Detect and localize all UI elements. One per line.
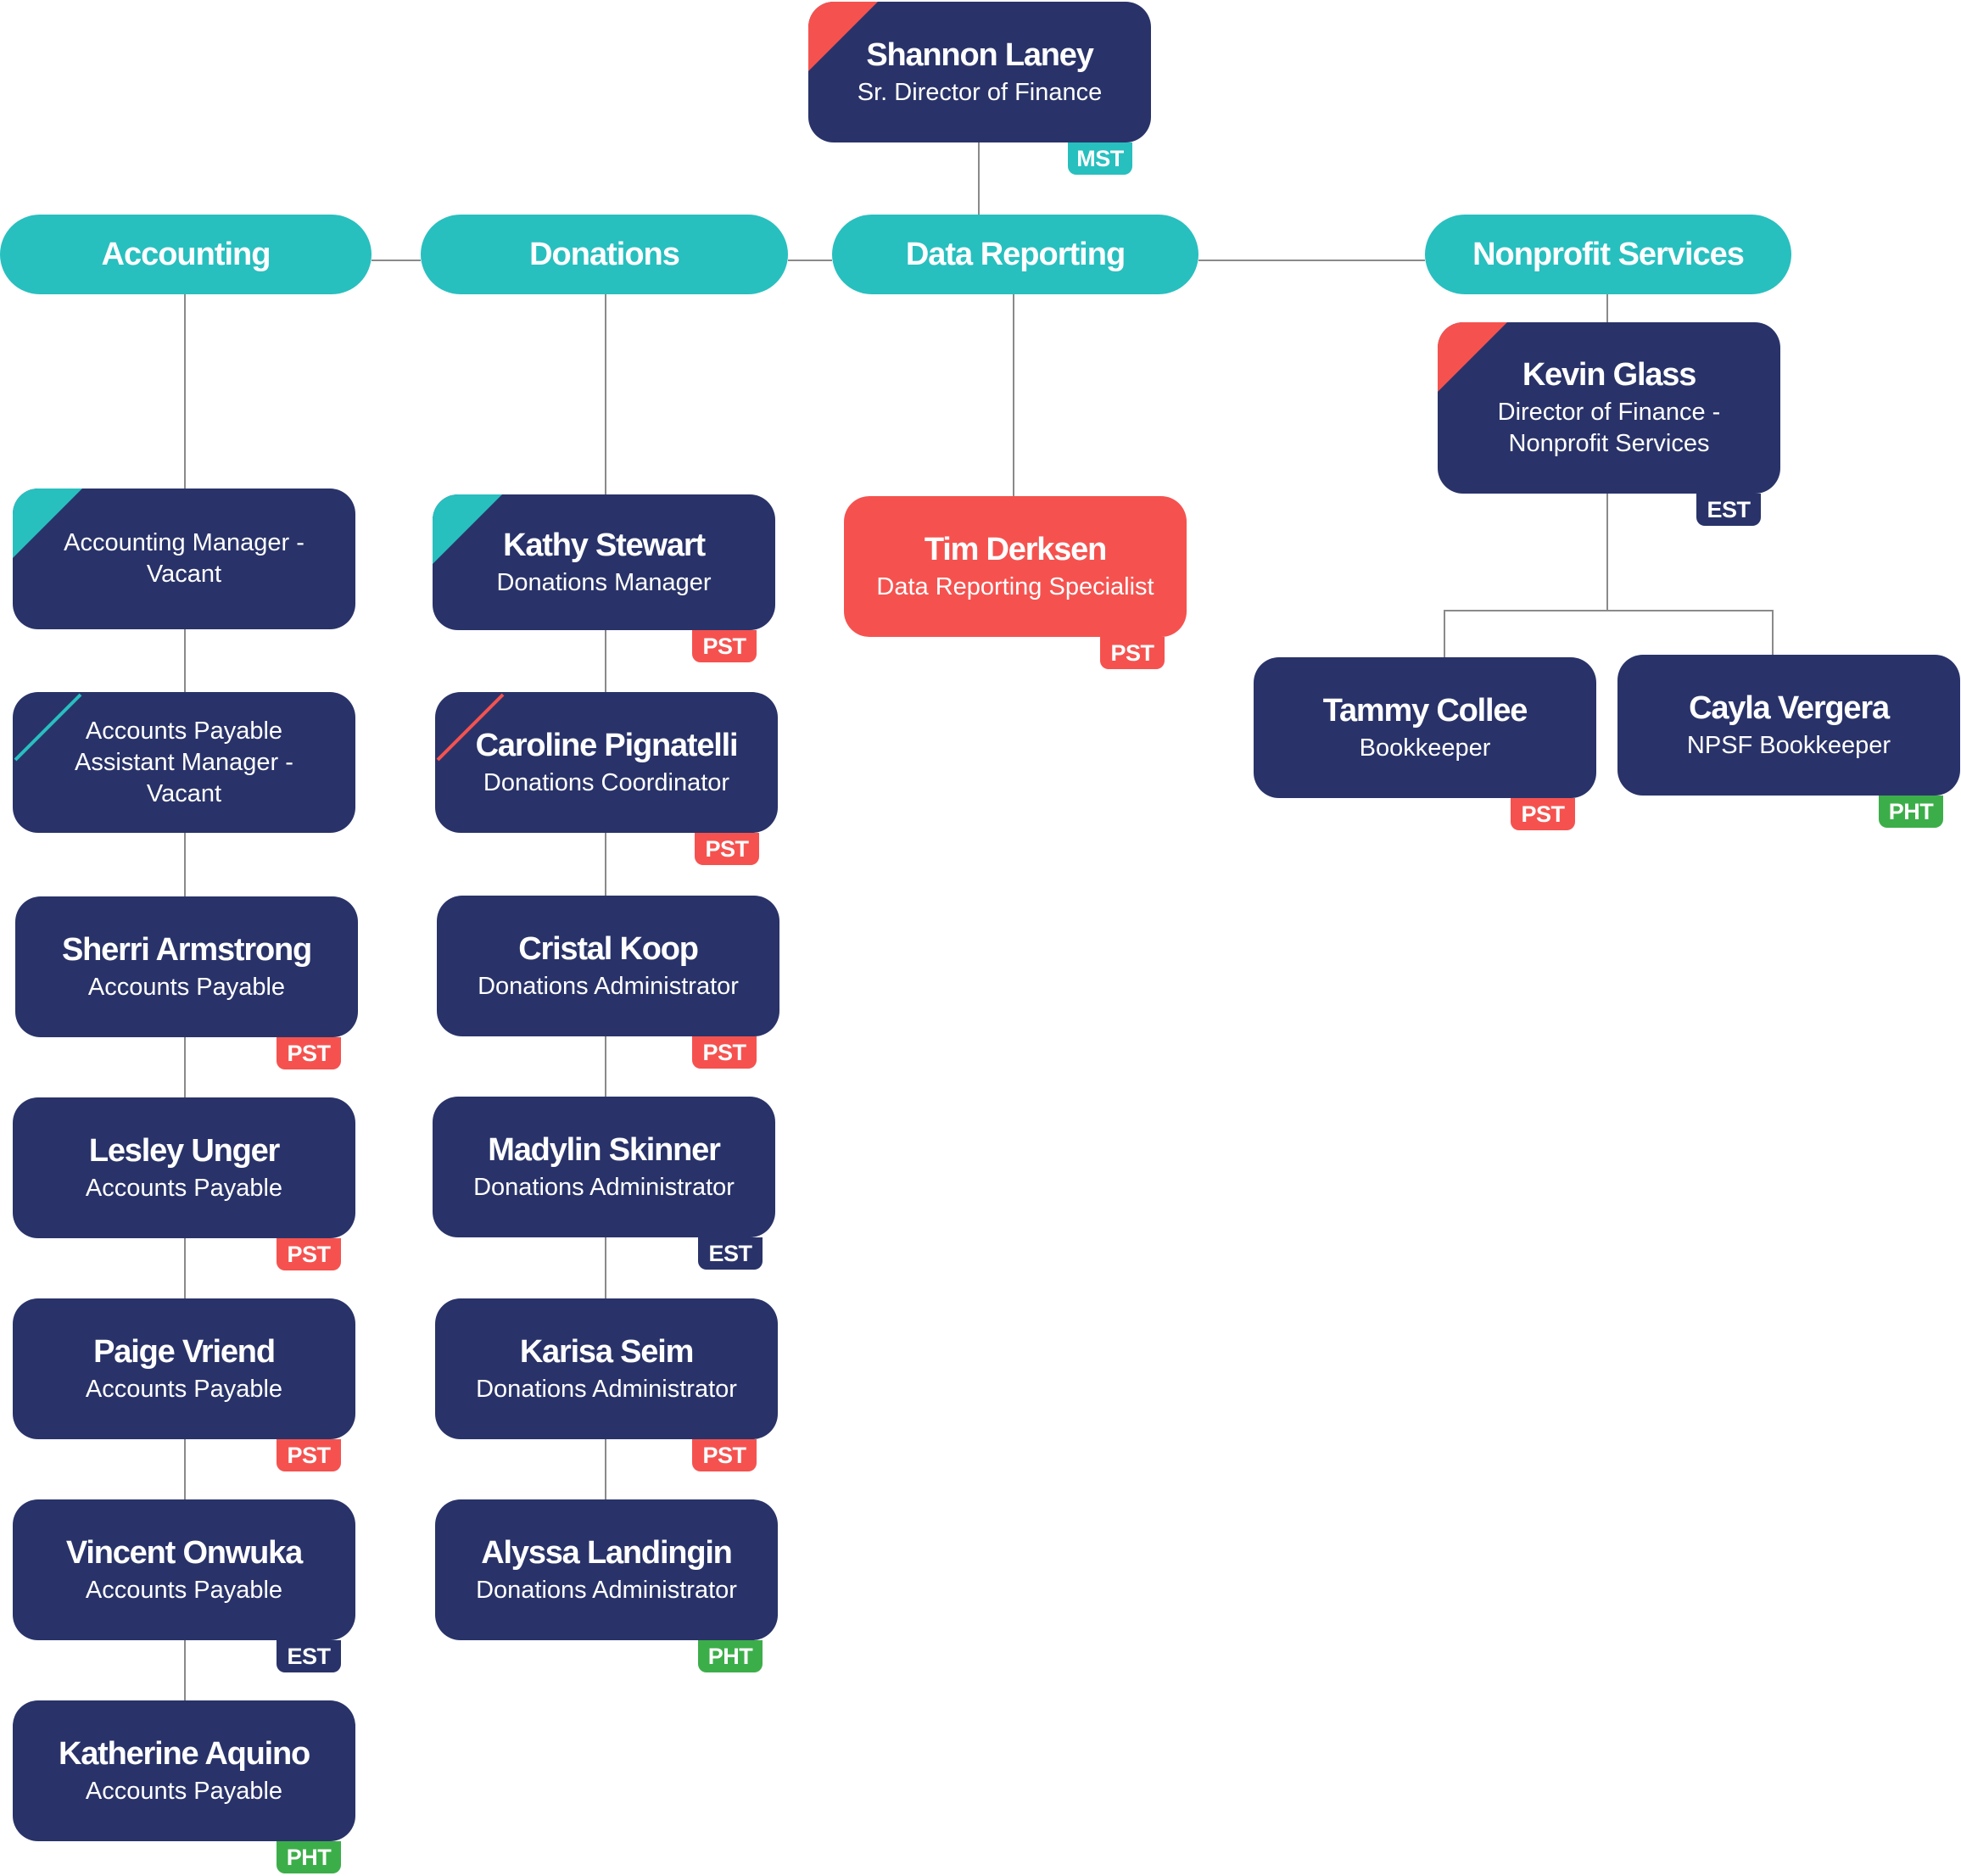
person-name: Lesley Unger [88,1132,280,1169]
timezone-badge: EST [698,1237,763,1270]
person-role: Accounts Payable [85,1576,283,1604]
corner-flag-icon [13,489,82,558]
person-name: Caroline Pignatelli [475,727,739,763]
person-role: Accounts Payable [85,1174,283,1202]
timezone-badge: PST [277,1238,341,1270]
person-name: Karisa Seim [519,1333,695,1370]
person-role: Donations Manager [496,568,712,596]
root-card[interactable]: Shannon Laney Sr. Director of Finance [808,2,1151,142]
person-role: Data Reporting Specialist [876,572,1154,600]
timezone-badge: PST [692,630,757,662]
person-role: Accounts Payable Assistant Manager - Vac… [75,717,293,807]
person-role: Donations Coordinator [483,768,730,796]
card-vincent-onwuka[interactable]: Vincent Onwuka Accounts Payable [13,1499,355,1640]
timezone-badge: PST [277,1037,341,1069]
person-role: Accounts Payable [85,1375,283,1403]
person-role: Accounting Manager - Vacant [64,529,304,588]
person-role: Accounts Payable [87,973,286,1001]
person-role: Bookkeeper [1359,734,1491,762]
person-name: Tim Derksen [924,531,1107,567]
card-sherri-armstrong[interactable]: Sherri Armstrong Accounts Payable [15,896,358,1037]
timezone-badge: PHT [1879,796,1943,828]
corner-flag-icon [1438,322,1507,392]
person-role: NPSF Bookkeeper [1686,731,1891,759]
timezone-badge: MST [1068,142,1132,175]
card-tammy-collee[interactable]: Tammy Collee Bookkeeper [1254,657,1596,798]
person-name: Kathy Stewart [503,527,706,563]
card-cayla-vergera[interactable]: Cayla Vergera NPSF Bookkeeper [1617,655,1960,796]
person-name: Tammy Collee [1322,692,1528,729]
person-name: Shannon Laney [866,36,1094,73]
card-paige-vriend[interactable]: Paige Vriend Accounts Payable [13,1298,355,1439]
person-role: Director of Finance - Nonprofit Services [1497,399,1721,457]
corner-outline-icon [436,693,505,762]
card-lesley-unger[interactable]: Lesley Unger Accounts Payable [13,1097,355,1238]
card-caroline-pignatelli[interactable]: Caroline Pignatelli Donations Coordinato… [435,692,778,833]
card-madylin-skinner[interactable]: Madylin Skinner Donations Administrator [433,1097,775,1237]
card-ap-assistant-manager[interactable]: Accounts Payable Assistant Manager - Vac… [13,692,355,833]
card-cristal-koop[interactable]: Cristal Koop Donations Administrator [437,896,779,1036]
person-name: Cayla Vergera [1689,690,1890,726]
timezone-badge: PST [1511,798,1575,830]
card-kathy-stewart[interactable]: Kathy Stewart Donations Manager [433,494,775,630]
corner-flag-icon [808,2,878,71]
dept-accounting[interactable]: Accounting [0,215,372,294]
corner-flag-icon [433,494,502,564]
timezone-badge: EST [277,1640,341,1672]
card-katherine-aquino[interactable]: Katherine Aquino Accounts Payable [13,1700,355,1841]
timezone-badge: PST [1100,637,1165,669]
person-name: Katherine Aquino [58,1735,310,1772]
dept-data-reporting[interactable]: Data Reporting [832,215,1198,294]
timezone-badge: PHT [277,1841,341,1873]
person-name: Madylin Skinner [488,1131,721,1168]
timezone-badge: EST [1696,494,1761,526]
person-role: Sr. Director of Finance [857,78,1103,106]
person-role: Donations Administrator [476,1375,737,1403]
corner-outline-icon [14,693,82,762]
person-role: Donations Administrator [473,1173,735,1201]
timezone-badge: PHT [698,1640,763,1672]
person-name: Cristal Koop [518,930,699,967]
timezone-badge: PST [277,1439,341,1471]
person-role: Accounts Payable [85,1777,283,1805]
dept-nonprofit-services[interactable]: Nonprofit Services [1425,215,1791,294]
person-name: Vincent Onwuka [65,1534,303,1571]
person-role: Donations Administrator [476,1576,737,1604]
person-name: Sherri Armstrong [61,931,312,968]
card-kevin-glass[interactable]: Kevin Glass Director of Finance - Nonpro… [1438,322,1780,494]
card-tim-derksen[interactable]: Tim Derksen Data Reporting Specialist [844,496,1187,637]
connector-nonprofit-split [1444,610,1774,657]
person-name: Alyssa Landingin [481,1534,733,1571]
timezone-badge: PST [695,833,759,865]
card-karisa-seim[interactable]: Karisa Seim Donations Administrator [435,1298,778,1439]
person-name: Paige Vriend [93,1333,276,1370]
card-alyssa-landingin[interactable]: Alyssa Landingin Donations Administrator [435,1499,778,1640]
card-accounting-manager[interactable]: Accounting Manager - Vacant [13,489,355,629]
timezone-badge: PST [692,1439,757,1471]
timezone-badge: PST [692,1036,757,1069]
person-name: Kevin Glass [1522,357,1697,393]
person-role: Donations Administrator [478,972,739,1000]
dept-donations[interactable]: Donations [421,215,788,294]
